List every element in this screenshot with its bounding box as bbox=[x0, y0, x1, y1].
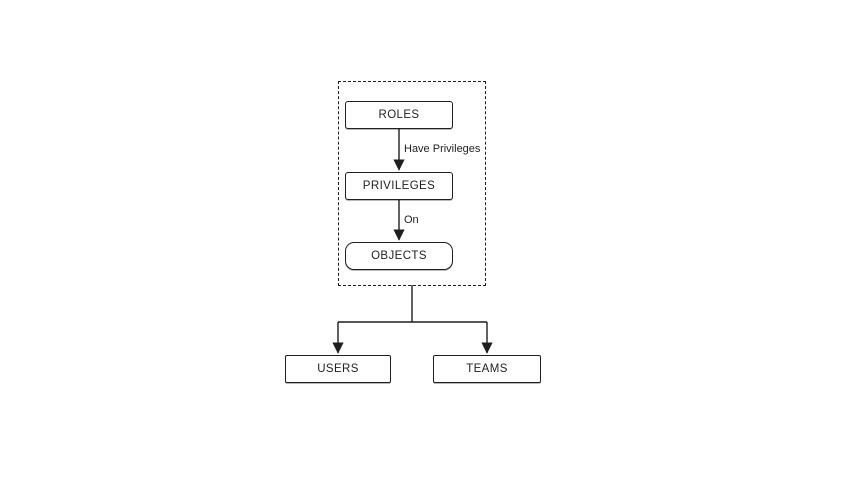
node-privileges: PRIVILEGES bbox=[345, 172, 453, 200]
node-roles-label: ROLES bbox=[378, 109, 420, 121]
node-objects-label: OBJECTS bbox=[371, 250, 427, 262]
edge-branch-trunk bbox=[338, 285, 487, 323]
node-users: USERS bbox=[285, 355, 391, 383]
rbac-group-boundary bbox=[338, 81, 486, 286]
node-users-label: USERS bbox=[317, 363, 359, 375]
node-teams-label: TEAMS bbox=[466, 363, 508, 375]
node-privileges-label: PRIVILEGES bbox=[362, 180, 436, 192]
node-objects: OBJECTS bbox=[345, 242, 453, 270]
edge-label-on: On bbox=[402, 214, 421, 226]
edge-label-have-privileges: Have Privileges bbox=[402, 143, 483, 155]
node-roles: ROLES bbox=[345, 101, 453, 129]
node-teams: TEAMS bbox=[433, 355, 541, 383]
